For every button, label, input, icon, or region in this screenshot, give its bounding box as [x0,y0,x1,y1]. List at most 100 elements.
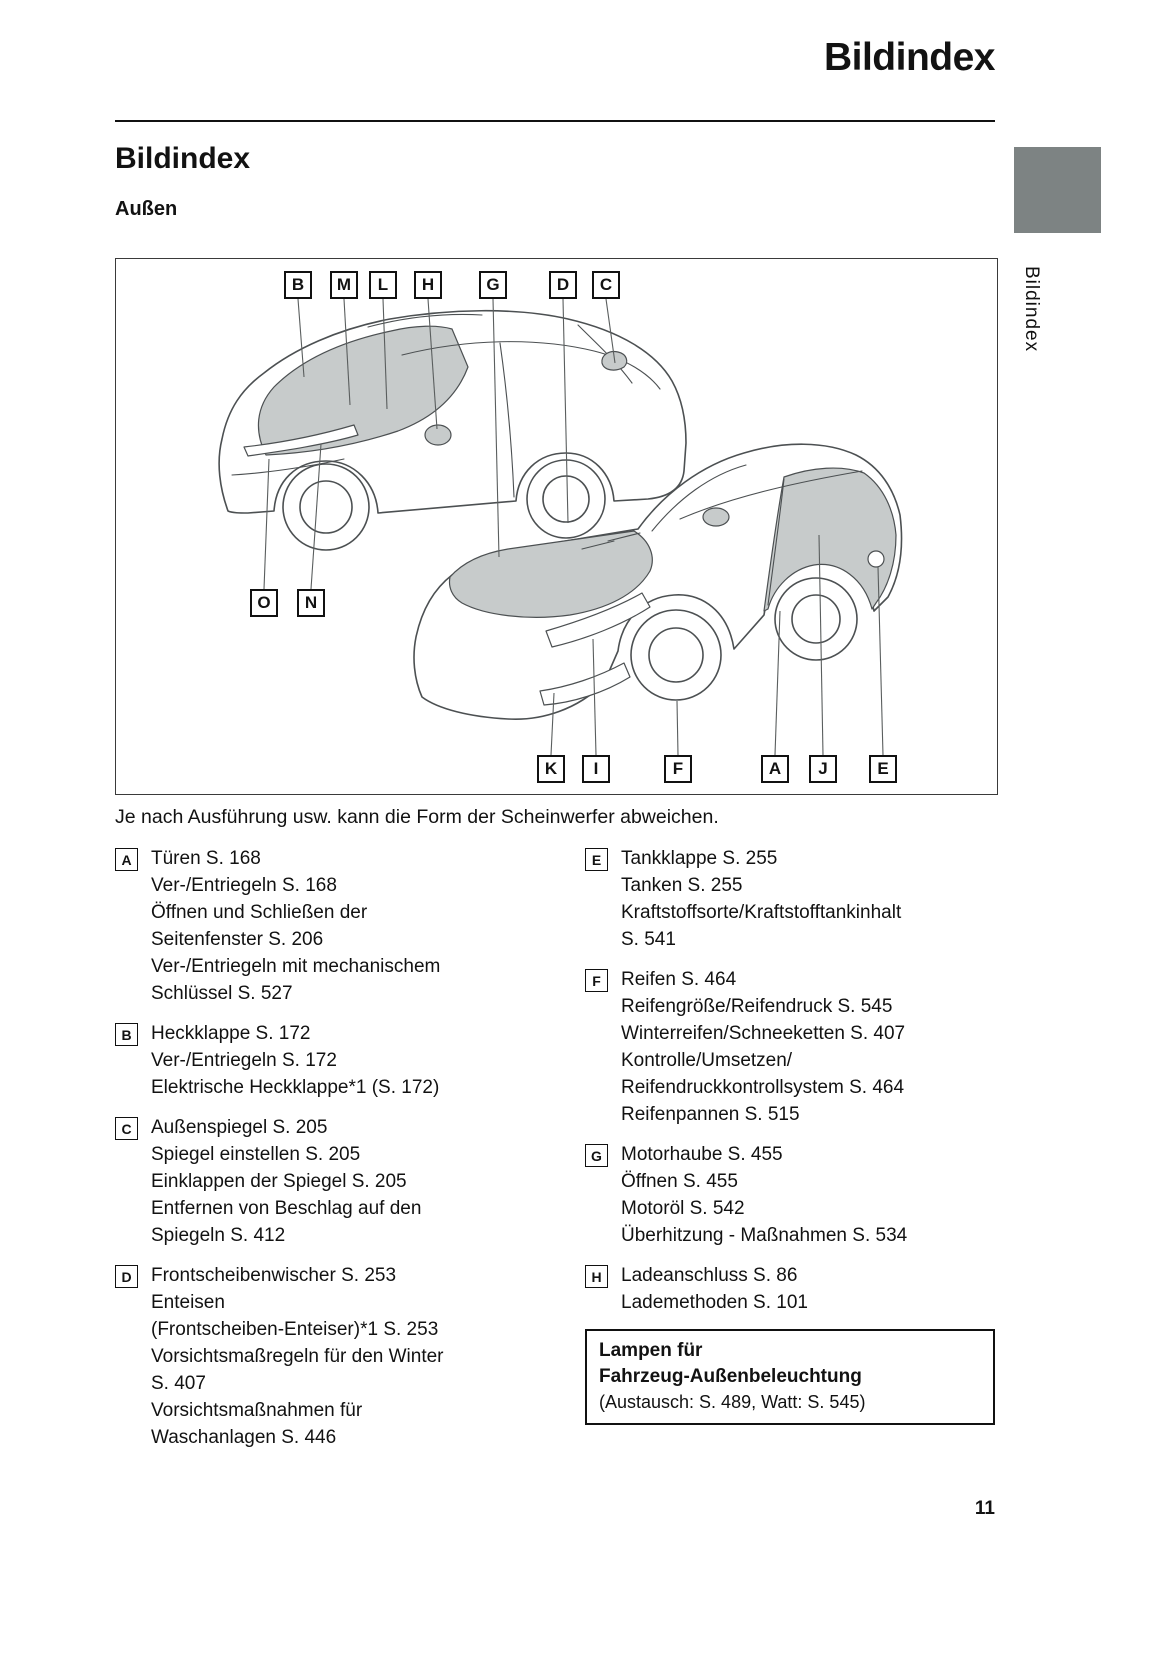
index-entry-F-text: Reifen S. 464 Reifengröße/Reifendruck S.… [621,969,906,1125]
beltline-front-car [679,470,863,520]
side-tab-label: Bildindex [1021,266,1042,353]
callout-A: A [761,755,789,783]
callout-F: F [664,755,692,783]
index-entry-B-letter: B [115,1023,138,1046]
index-entry-E-letter: E [585,848,608,871]
callout-E: E [869,755,897,783]
leader-B [297,298,305,378]
callout-K: K [537,755,565,783]
index-entry-A-letter: A [115,848,138,871]
door-shade [763,467,897,612]
callout-G: G [479,271,507,299]
leader-L [382,298,388,410]
front-door-seam [767,478,785,606]
index-entry-E-text: Tankklappe S. 255 Tanken S. 255 Kraftsto… [621,848,902,950]
index-entry-C-letter: C [115,1117,138,1140]
callout-N: N [297,589,325,617]
callout-O: O [250,589,278,617]
index-entry-G-text: Motorhaube S. 455 Öffnen S. 455 Motoröl … [621,1144,908,1246]
index-entry-D-letter: D [115,1265,138,1288]
lamp-info-box: Lampen für Fahrzeug-Außenbeleuchtung (Au… [585,1329,995,1425]
callout-L-label: L [377,275,389,294]
section-title: Bildindex [115,142,251,175]
leader-K [550,692,555,756]
fuel-door [867,550,885,568]
rear-bumper-crease [231,458,345,476]
front-wheel-rim [648,627,704,683]
callout-I: I [582,755,610,783]
index-entry-D-text: Frontscheibenwischer S. 253 Enteisen (Fr… [151,1265,444,1448]
leader-A [774,610,781,756]
a-pillar-line [651,464,747,532]
callout-J: J [809,755,837,783]
vehicle-illustration [218,298,903,756]
beltline [401,341,661,390]
callout-E-label: E [877,759,889,778]
callout-G-label: G [486,275,500,294]
index-entry-B-text: Heckklappe S. 172 Ver-/Entriegeln S. 172… [151,1023,440,1098]
roof-spoiler-line [367,313,483,328]
callout-K-label: K [544,759,558,778]
callout-I-label: I [593,759,599,778]
index-right-column: E Tankklappe S. 255 Tanken S. 255 Krafts… [585,845,995,1464]
leader-N [310,443,322,590]
leader-J [818,534,824,756]
subsection-title: Außen [115,198,178,220]
callout-B-label: B [291,275,305,294]
rear-left-wheel-rim [299,480,353,534]
chapter-tab [1014,147,1101,233]
callout-D: D [549,271,577,299]
index-entry-E: E Tankklappe S. 255 Tanken S. 255 Krafts… [585,845,995,953]
front-pillar-line [577,324,633,384]
index-entry-C: C Außenspiegel S. 205 Spiegel einstellen… [115,1114,585,1249]
callout-J-label: J [818,759,828,778]
taillight-bar [243,424,359,457]
callout-H-label: H [421,275,435,294]
page-number: 11 [974,1498,995,1519]
page-header-title: Bildindex [823,36,996,79]
door-seam [499,342,515,498]
leader-C [605,298,616,364]
index-entry-D: D Frontscheibenwischer S. 253 Enteisen (… [115,1262,585,1451]
index-entry-H-letter: H [585,1265,608,1288]
leader-H [427,298,438,430]
index-entry-A: A Türen S. 168 Ver-/Entriegeln S. 168 Öf… [115,845,585,1007]
header-rule [115,120,995,122]
charge-port [424,424,452,446]
callout-M-label: M [336,275,352,294]
index-entry-G-letter: G [585,1144,608,1167]
leader-E [877,566,884,756]
leader-I [592,638,597,756]
front-left-wheel-rim [542,475,590,523]
index-entry-A-text: Türen S. 168 Ver-/Entriegeln S. 168 Öffn… [151,848,441,1004]
leader-D [562,298,569,524]
callout-A-label: A [768,759,782,778]
callout-H: H [414,271,442,299]
callout-C: C [592,271,620,299]
vehicle-diagram: B M L H G D C O N K I F A J E [115,258,998,795]
callout-D-label: D [556,275,570,294]
callout-L: L [369,271,397,299]
diagram-note: Je nach Ausführung usw. kann die Form de… [115,806,719,828]
index-left-column: A Türen S. 168 Ver-/Entriegeln S. 168 Öf… [115,845,585,1464]
lamp-box-title-line2: Fahrzeug-Außenbeleuchtung [599,1366,862,1387]
callout-F-label: F [672,759,684,778]
headlight [545,592,651,648]
callout-O-label: O [257,593,271,612]
car-front-view [413,443,903,720]
index-entry-C-text: Außenspiegel S. 205 Spiegel einstellen S… [151,1117,422,1246]
leader-lines [263,298,884,756]
index-entry-H-text: Ladeanschluss S. 86 Lademethoden S. 101 [621,1265,808,1313]
callout-B: B [284,271,312,299]
callout-C-label: C [599,275,613,294]
index-columns: A Türen S. 168 Ver-/Entriegeln S. 168 Öf… [115,845,995,1464]
leader-F [676,700,679,756]
callout-N-label: N [304,593,318,612]
car-rear-view [218,309,687,551]
hood-shade [448,530,653,618]
side-mirror-front-car [702,507,730,527]
rear-wheel-rim [791,594,841,644]
index-entry-H: H Ladeanschluss S. 86 Lademethoden S. 10… [585,1262,995,1316]
lower-grille [539,662,631,706]
wiper-lines [581,532,641,550]
